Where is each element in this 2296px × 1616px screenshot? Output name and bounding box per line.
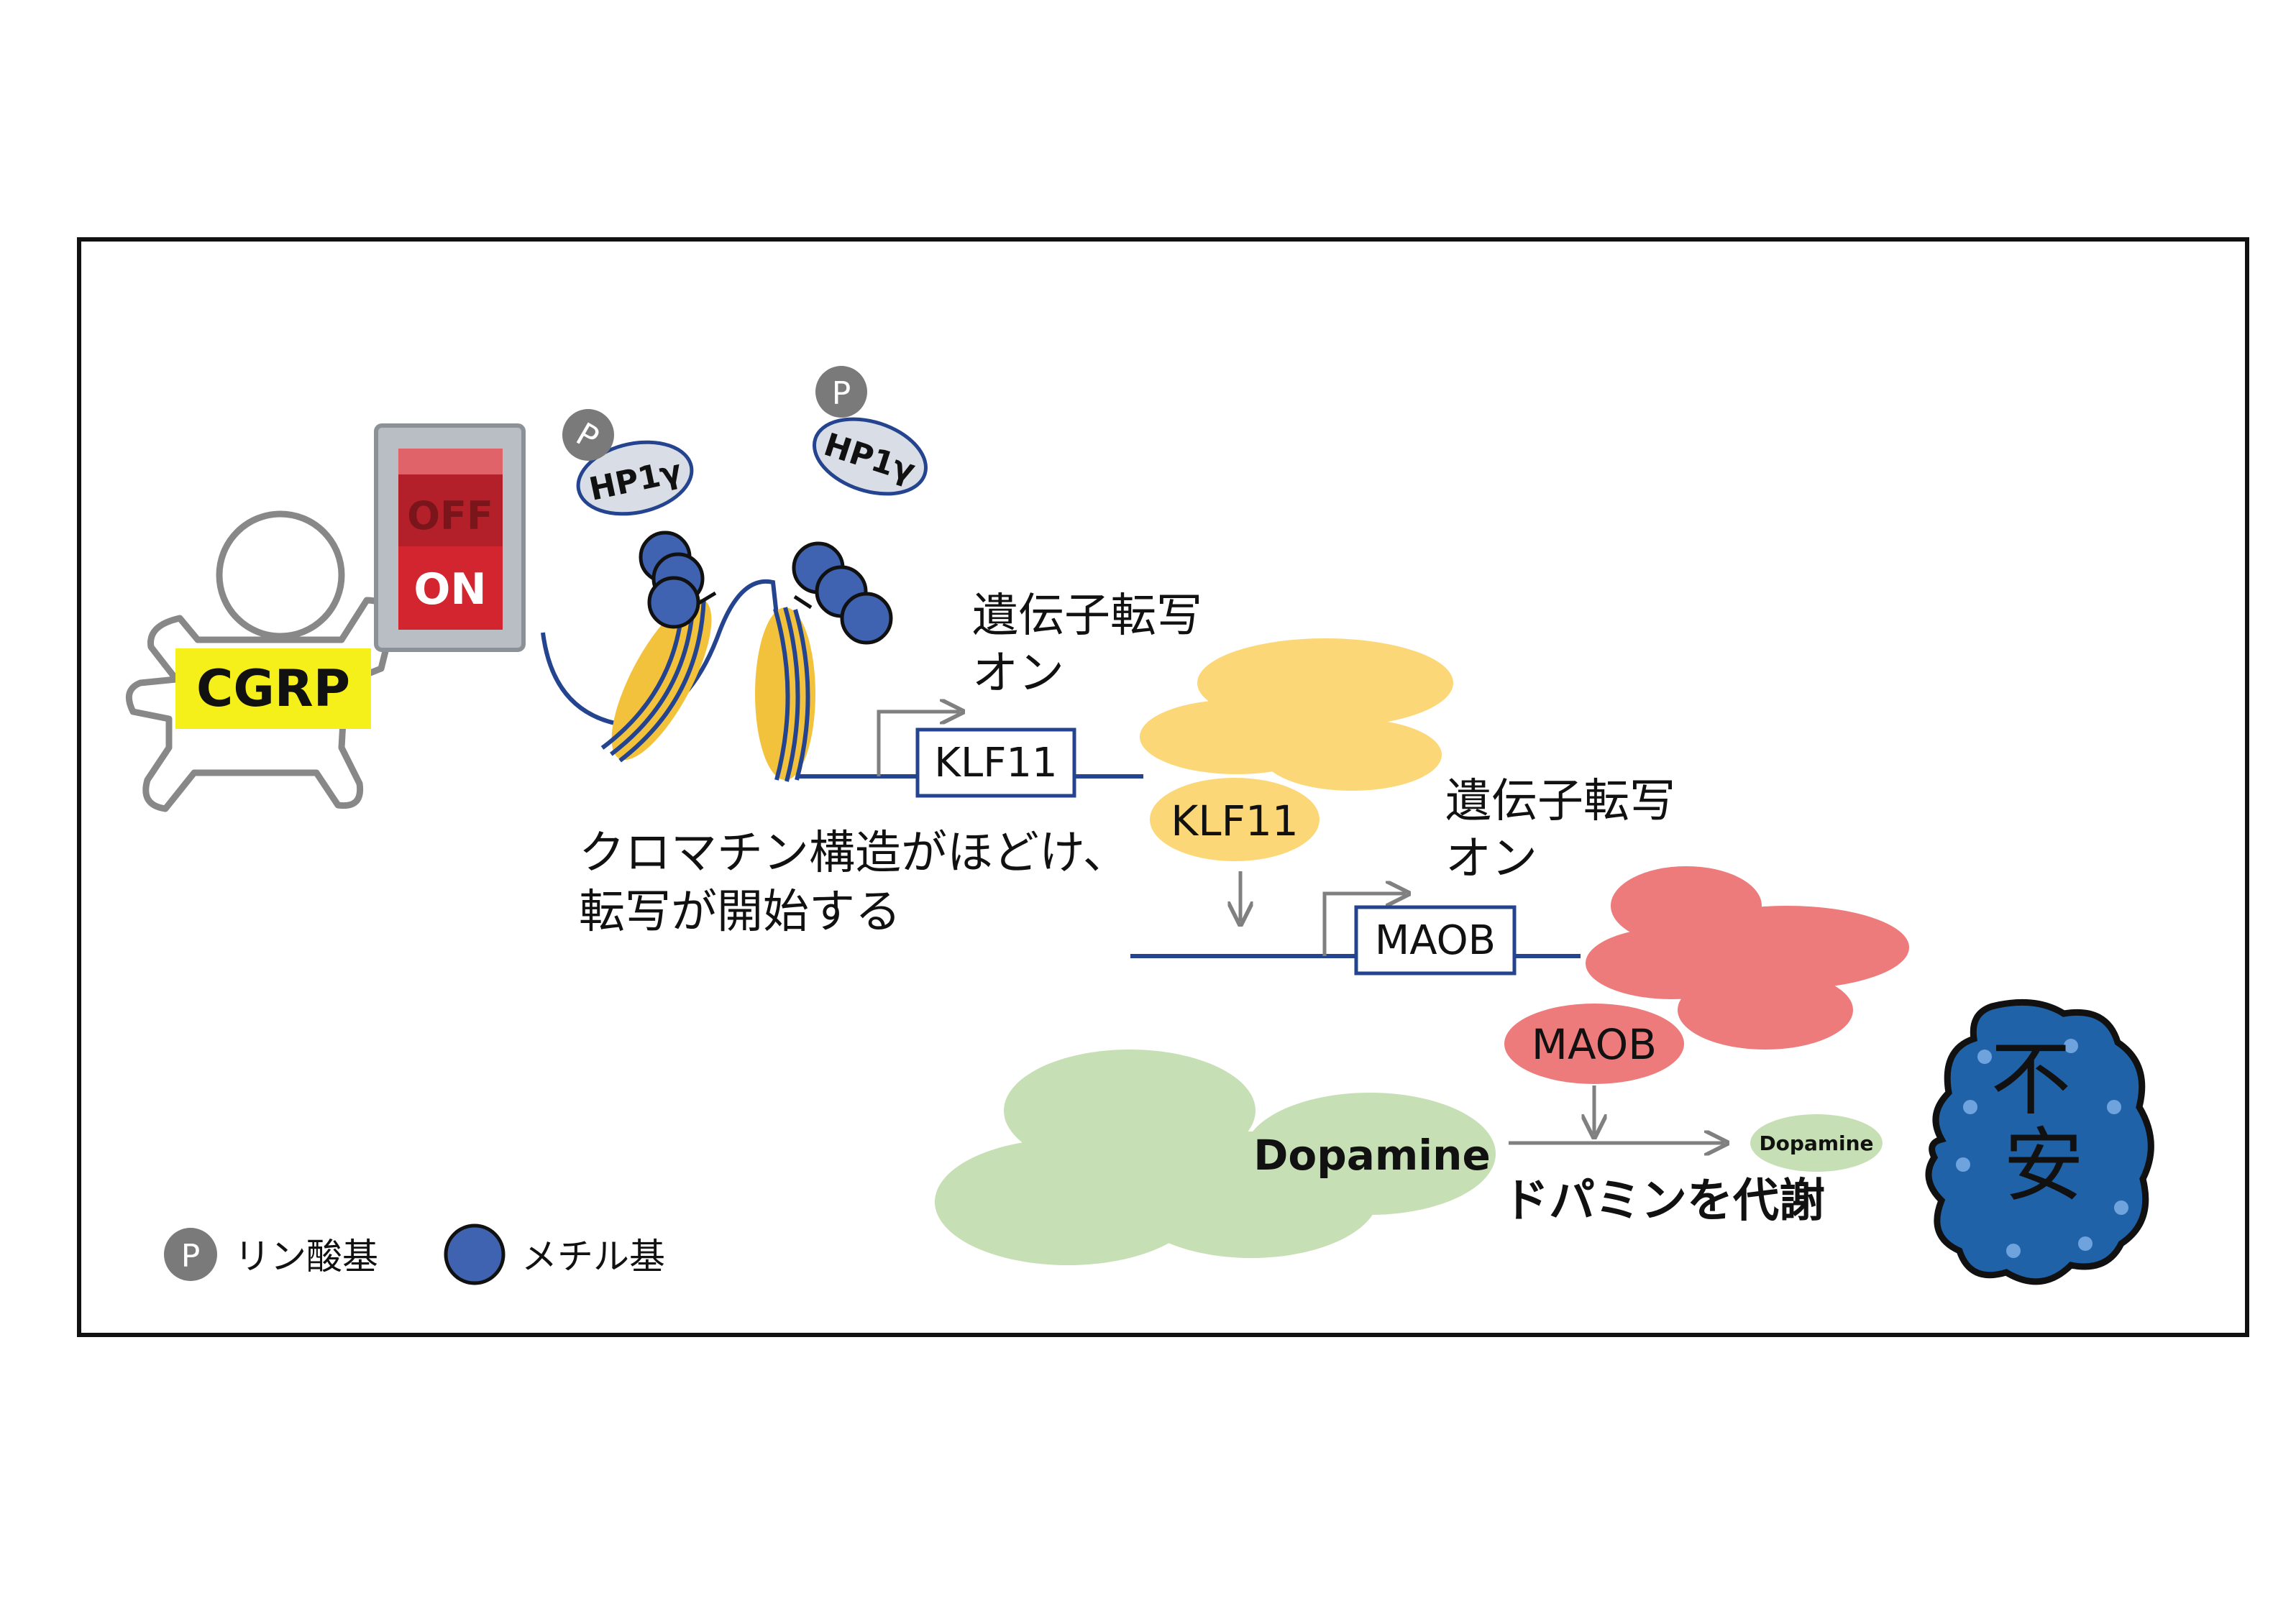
methyl-group [647,576,700,629]
dopamine-cluster [935,1050,1496,1265]
chromatin-caption: クロマチン構造がほどけ、 転写が開始する [579,827,1143,939]
maob-gene-box [1354,905,1517,975]
nucleosome-2 [755,607,815,782]
switch-icon: OFF ON [374,423,526,652]
klf11-gene-box [915,727,1076,798]
dopamine-small [1750,1114,1883,1172]
klf11-promoter-arrow [877,712,960,776]
hp1-protein-2: HP1γ P [812,366,928,496]
klf11-protein-cluster [1140,638,1453,861]
phosphate-label: P [832,375,851,412]
legend-methyl-icon [444,1224,506,1285]
switch-on-label: ON [413,564,486,615]
klf11-protein-label: KLF11 [1171,796,1299,845]
legend: P リン酸基 メチル基 [164,1224,665,1285]
legend-methyl-label: メチル基 [521,1236,665,1277]
dopamine-small-label: Dopamine [1759,1131,1873,1155]
metabolism-caption: ドパミンを代謝 [1503,1175,1825,1228]
legend-phosphate-icon [164,1228,217,1281]
dopamine-label: Dopamine [1253,1131,1491,1180]
phosphate-icon [562,409,614,461]
hp1-protein-1: HP1γ P [562,409,694,516]
anxiety-label: 不 安 [1990,1033,2097,1213]
cgrp-label-bg [175,648,371,729]
cgrp-label: CGRP [196,659,350,718]
anxiety-blob-icon [1925,998,2154,1285]
maob-protein-cluster [1504,866,1909,1084]
transcription-on-label-2: 遺伝子転写 オン [1445,775,1690,886]
maob-protein-label: MAOB [1532,1020,1657,1069]
legend-phosphate-letter: P [181,1238,201,1275]
methyl-group-cluster-1 [639,531,705,629]
switch-off-label: OFF [407,493,493,538]
maob-gene-label: MAOB [1375,917,1496,964]
methyl-group [840,592,893,645]
legend-phosphate-label: リン酸基 [234,1236,378,1277]
phosphate-icon [815,366,867,418]
transcription-on-label-1: 遺伝子転写 オン [972,589,1217,700]
methyl-group-cluster-2 [792,541,893,645]
maob-promoter-arrow [1322,894,1406,956]
klf11-gene-label: KLF11 [934,740,1057,786]
